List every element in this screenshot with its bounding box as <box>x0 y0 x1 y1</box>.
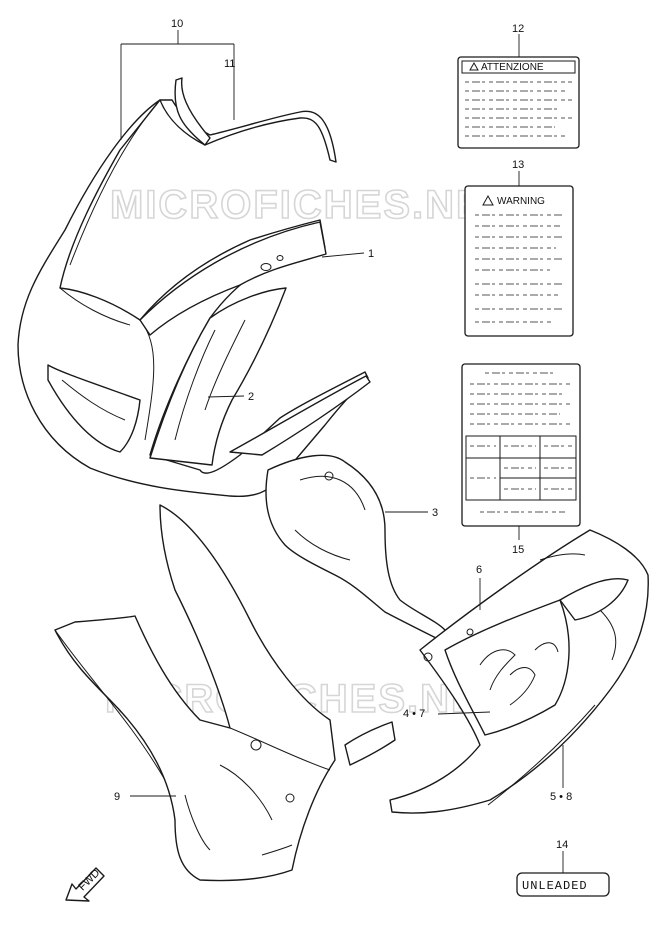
lower-cowling-right <box>344 529 649 814</box>
lower-cowling-left <box>54 504 336 882</box>
callout-11: 11 <box>224 58 235 70</box>
attenzione-header: ATTENZIONE <box>481 62 544 73</box>
callout-5-8: 5 • 8 <box>550 791 572 803</box>
callout-10: 10 <box>171 18 183 30</box>
callout-13: 13 <box>512 159 524 171</box>
leader-lines <box>120 30 564 873</box>
callout-9: 9 <box>114 791 120 803</box>
unleaded-text: UNLEADED <box>522 879 588 893</box>
callout-2: 2 <box>248 391 254 403</box>
callout-6: 6 <box>476 564 482 576</box>
fwd-arrow-icon: FWD <box>65 867 105 902</box>
callout-15: 15 <box>512 544 524 556</box>
upper-cowling <box>17 77 371 498</box>
callout-12: 12 <box>512 23 524 35</box>
warning-header: WARNING <box>497 196 545 207</box>
sticker-tire-info <box>461 363 581 527</box>
callout-14: 14 <box>556 839 568 851</box>
inner-cowl <box>265 454 446 641</box>
callouts: 10 11 12 13 1 2 3 15 6 4 • 7 9 5 • 8 14 <box>114 18 572 851</box>
callout-4-7: 4 • 7 <box>403 708 425 720</box>
sticker-warning: WARNING <box>464 185 574 337</box>
callout-1: 1 <box>368 248 374 260</box>
watermark-top: MICROFICHES.NET <box>110 183 511 227</box>
callout-3: 3 <box>432 507 438 519</box>
sticker-attenzione: ATTENZIONE <box>457 56 580 149</box>
sticker-unleaded: UNLEADED <box>516 872 610 897</box>
